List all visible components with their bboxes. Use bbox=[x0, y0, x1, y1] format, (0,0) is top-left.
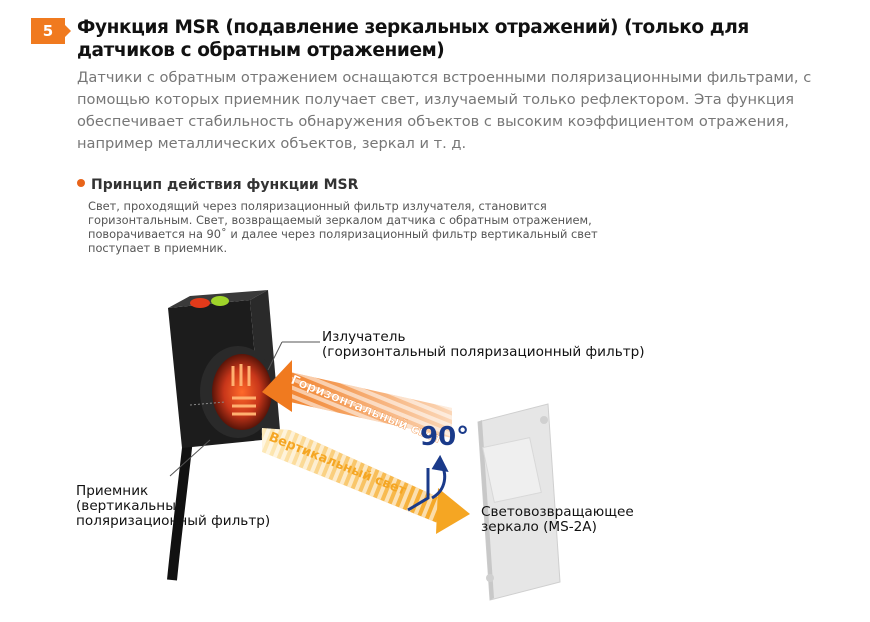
section-description: Датчики с обратным отражением оснащаются… bbox=[77, 69, 812, 152]
emitter-label-line1: Излучатель bbox=[322, 329, 406, 345]
vertical-light-beam bbox=[262, 428, 470, 534]
emitter-leader-diag bbox=[267, 341, 283, 371]
receiver-label: Приемник (вертикальный поляризационный ф… bbox=[76, 484, 270, 529]
receiver-label-line3: поляризационный фильтр) bbox=[76, 513, 271, 529]
arrow-left-icon bbox=[262, 360, 292, 412]
bullet-icon bbox=[77, 179, 85, 187]
section-title: Функция MSR (подавление зеркальных отраж… bbox=[77, 17, 749, 61]
arrow-right-icon bbox=[436, 488, 470, 534]
principle-heading-text: Принцип действия функции MSR bbox=[91, 177, 359, 193]
indicator-red-icon bbox=[190, 298, 210, 308]
receiver-leader-line bbox=[169, 439, 211, 477]
receiver-label-line2: (вертикальный bbox=[76, 498, 185, 514]
principle-text: Свет, проходящий через поляризационный ф… bbox=[88, 199, 598, 255]
receiver-label-line1: Приемник bbox=[76, 483, 149, 499]
mirror-label: Световозвращающее зеркало (MS-2A) bbox=[481, 505, 634, 535]
indicator-green-icon bbox=[211, 296, 229, 306]
mirror-label-line1: Световозвращающее bbox=[481, 504, 634, 520]
mirror-label-line2: зеркало (MS-2A) bbox=[481, 519, 597, 535]
lens-icon bbox=[212, 354, 272, 430]
angle-label: 90° bbox=[420, 422, 469, 452]
rotation-90-indicator bbox=[407, 454, 449, 512]
vertical-light-label: Вертикальный свет bbox=[267, 430, 409, 499]
section-number-badge: 5 bbox=[31, 18, 71, 44]
sensor-body bbox=[168, 290, 280, 448]
emitter-label: Излучатель (горизонтальный поляризационн… bbox=[322, 330, 645, 360]
reflector-mirror bbox=[477, 403, 561, 601]
principle-heading: Принцип действия функции MSR bbox=[77, 177, 358, 193]
emitter-label-line2: (горизонтальный поляризационный фильтр) bbox=[322, 344, 645, 360]
horizontal-light-beam bbox=[262, 360, 452, 438]
